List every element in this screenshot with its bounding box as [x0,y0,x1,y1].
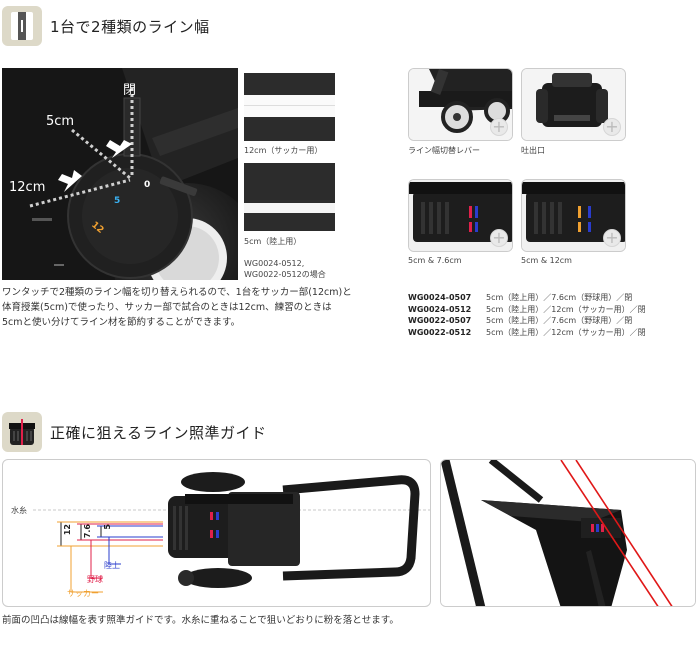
model-row: WG0022-0512 5cm（陸上用）／12cm（サッカー用）／閉 [408,327,646,339]
model-code: WG0024-0512 [408,304,472,314]
aiming-guide-photo [440,459,696,607]
model-desc: 5cm（陸上用）／7.6cm（野球用）／閉 [486,316,633,325]
dial-mark-0: 0 [144,180,151,190]
line-width-dial-photo: 閉 5cm 12cm 0 5 12 [2,68,238,280]
zoom-plus-icon[interactable]: + [603,229,621,247]
thumbnail-5-76[interactable]: + [408,179,513,252]
model-row: WG0022-0507 5cm（陸上用）／7.6cm（野球用）／閉 [408,315,646,327]
baseball-label: 野球 [87,575,103,584]
width-76-label: 7.6 [83,524,92,539]
track-label: 陸上 [104,561,120,570]
thumbnail-lever[interactable]: + [408,68,513,141]
width-12-label: 12 [63,524,72,536]
model-row: WG0024-0512 5cm（陸上用）／12cm（サッカー用）／閉 [408,304,646,316]
section2-header: 正確に狙えるライン照準ガイド [2,412,267,452]
model-desc: 5cm（陸上用）／12cm（サッカー用）／閉 [486,304,646,314]
thumbnail-5-12-caption: 5cm & 12cm [521,256,572,265]
zoom-plus-icon[interactable]: + [603,118,621,136]
dial-mark-5: 5 [114,196,121,206]
model-desc: 5cm（陸上用）／12cm（サッカー用）／閉 [486,327,646,337]
line-width-icon [2,6,42,46]
soccer-label: サッカー [67,589,99,598]
section1-title: 1台で2種類のライン幅 [50,17,210,36]
model-table: WG0024-0507 5cm（陸上用）／7.6cm（野球用）／閉 WG0024… [408,292,646,338]
model-row: WG0024-0507 5cm（陸上用）／7.6cm（野球用）／閉 [408,292,646,304]
zoom-plus-icon[interactable]: + [490,118,508,136]
aiming-guide-diagram: 水糸 12 7.6 5 陸上 野球 サッカー [2,459,431,607]
thumbnail-5-12[interactable]: + [521,179,626,252]
thumbnail-lever-caption: ライン幅切替レバー [408,146,480,155]
label-12cm: 12cm [9,180,46,195]
aiming-guide-icon [2,412,42,452]
water-line-label: 水糸 [11,506,27,515]
section1-description: ワンタッチで2種類のライン幅を切り替えられるので、1台をサッカー部(12cm)と… [2,287,352,328]
section2-description: 前面の凹凸は線幅を表す照準ガイドです。水糸に重ねることで狙いどおりに粉を落とせま… [2,615,399,626]
swatch-12cm-caption: 12cm（サッカー用） [244,146,323,155]
model-code: WG0024-0507 [408,293,472,302]
swatch-5cm [244,163,335,231]
section1-header: 1台で2種類のライン幅 [2,6,210,46]
model-code: WG0022-0512 [408,327,472,337]
label-closed: 閉 [123,83,137,98]
swatch-5cm-caption: 5cm（陸上用） [244,237,302,246]
thumbnail-outlet-caption: 吐出口 [521,146,545,155]
model-code: WG0022-0507 [408,316,472,325]
zoom-plus-icon[interactable]: + [490,229,508,247]
section2-title: 正確に狙えるライン照準ガイド [50,423,267,442]
model-note: WG0024-0512, WG0022-0512の場合 [244,259,326,279]
thumbnail-5-76-caption: 5cm & 7.6cm [408,256,462,265]
model-desc: 5cm（陸上用）／7.6cm（野球用）／閉 [486,293,633,302]
label-5cm: 5cm [46,114,75,129]
thumbnail-outlet[interactable]: + [521,68,626,141]
width-5-label: 5 [103,524,112,530]
swatch-12cm [244,73,335,141]
